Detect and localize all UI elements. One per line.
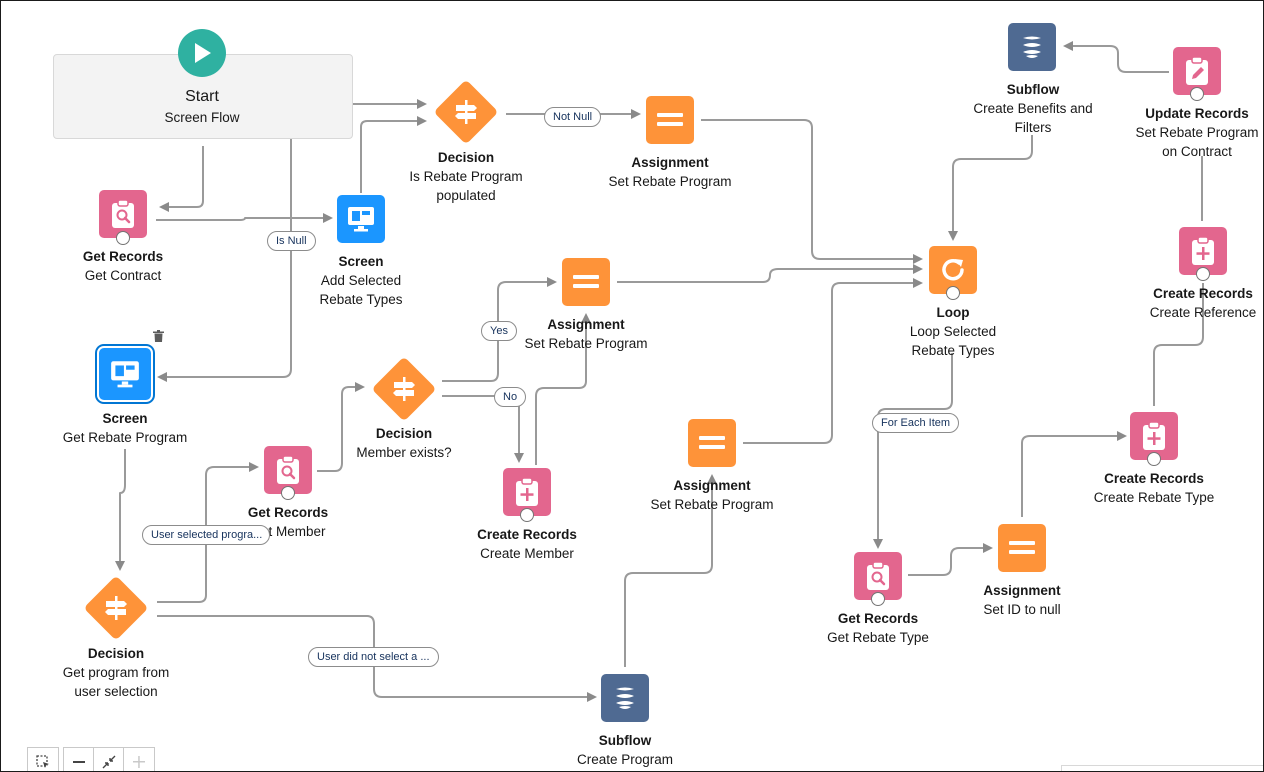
connector-label-yes[interactable]: Yes: [481, 321, 517, 341]
record-lookup-icon: [867, 561, 889, 590]
create-rebate-type-port[interactable]: [1147, 452, 1161, 466]
update-records-port[interactable]: [1190, 87, 1204, 101]
contract-icon: [102, 755, 116, 769]
decision-icon: [381, 366, 427, 412]
assignment-low-node[interactable]: [688, 419, 736, 467]
get-rebate-type-node[interactable]: [854, 552, 902, 600]
get-rebate-type-port[interactable]: [871, 592, 885, 606]
connector-subflow-to-assignment: [624, 474, 717, 667]
assignment-icon: [699, 436, 725, 449]
get-contract-node[interactable]: [99, 190, 147, 238]
connector-loop-for-each: [873, 353, 953, 549]
create-rebate-type-label: Create Records Create Rebate Type: [1093, 471, 1215, 505]
minus-icon: [73, 761, 85, 763]
assignment-icon: [1009, 541, 1035, 554]
start-label: Start Screen Flow: [92, 86, 312, 127]
get-rebate-type-label: Get Records Get Rebate Type: [827, 611, 929, 645]
record-create-icon: [516, 477, 538, 506]
connector-screen-to-decision: [360, 116, 427, 193]
create-member-port[interactable]: [520, 508, 534, 522]
create-reference-port[interactable]: [1196, 267, 1210, 281]
connector-assignment-id-to-create-rebate-type: [1021, 431, 1127, 517]
connector-screen-to-program-decision: [115, 449, 126, 571]
loop-port[interactable]: [946, 286, 960, 300]
record-lookup-icon: [112, 199, 134, 228]
get-rebate-program-screen-label: Screen Get Rebate Program: [62, 411, 188, 445]
connector-assignment-low-to-loop: [743, 278, 923, 444]
zoom-out-button[interactable]: [63, 747, 95, 771]
connector-get-member-to-decision: [317, 382, 365, 472]
get-contract-port[interactable]: [116, 231, 130, 245]
bottom-right-panel: [1061, 765, 1263, 771]
marquee-select-icon: [36, 755, 49, 768]
connector-assignment-top-to-loop: [701, 119, 923, 264]
select-elements-button[interactable]: [27, 747, 59, 771]
subflow-create-benefits-label: Subflow Create Benefits and Filters: [973, 82, 1093, 135]
record-create-icon: [1143, 421, 1165, 450]
connector-is-null: [157, 139, 292, 382]
assignment-top-label: Assignment Set Rebate Program: [608, 155, 732, 189]
trash-icon[interactable]: [152, 329, 164, 342]
connector-start-to-get-contract: [159, 146, 204, 212]
rebate-decision-label: Decision Is Rebate Program populated: [409, 150, 523, 203]
assignment-top-node[interactable]: [646, 96, 694, 144]
plus-icon: [133, 756, 145, 768]
decision-icon: [443, 89, 489, 135]
assignment-mid-label: Assignment Set Rebate Program: [524, 317, 648, 351]
create-reference-label: Create Records Create Reference: [1149, 286, 1257, 320]
assignment-icon: [657, 113, 683, 126]
connector-label-not-null[interactable]: Not Null: [544, 107, 602, 127]
loop-label: Loop Loop Selected Rebate Types: [909, 305, 997, 358]
zoom-in-button[interactable]: [123, 747, 155, 771]
create-reference-node[interactable]: [1179, 227, 1227, 275]
connector-create-rebate-type-to-create-reference: [1153, 283, 1204, 406]
connector-create-member-to-assignment: [535, 313, 591, 465]
play-icon[interactable]: [178, 29, 226, 77]
assignment-mid-node[interactable]: [562, 258, 610, 306]
get-rebate-program-screen-node[interactable]: [99, 348, 151, 400]
fit-view-button[interactable]: [93, 747, 125, 771]
connector-label-no[interactable]: No: [494, 387, 527, 407]
connector-label-for-each[interactable]: For Each Item: [872, 413, 960, 433]
subflow-icon: [616, 687, 634, 709]
start-subtitle: Screen Flow: [164, 110, 240, 125]
add-selected-screen-label: Screen Add Selected Rebate Types: [319, 254, 403, 307]
connector-label-user-selected[interactable]: User selected progra...: [142, 525, 270, 545]
update-records-node[interactable]: [1173, 47, 1221, 95]
screen-icon: [348, 207, 374, 232]
connector-label-is-null[interactable]: Is Null: [267, 231, 316, 251]
update-records-label: Update Records Set Rebate Program on Con…: [1135, 106, 1259, 159]
loop-icon: [942, 258, 964, 281]
screen-icon: [111, 361, 139, 388]
create-member-label: Create Records Create Member: [477, 527, 577, 561]
assignment-icon: [573, 275, 599, 288]
connector-subflow-benefits-to-loop: [948, 135, 1033, 241]
connector-get-contract-to-screen: [156, 213, 333, 223]
member-decision-label: Decision Member exists?: [356, 426, 452, 460]
subflow-create-program-label: Subflow Create Program: [576, 733, 674, 767]
subflow-icon: [1023, 36, 1041, 58]
subflow-create-benefits-node[interactable]: [1008, 23, 1056, 71]
record-create-icon: [1192, 236, 1214, 265]
get-contract-label: Get Records Get Contract: [82, 249, 164, 283]
record-lookup-icon: [277, 455, 299, 484]
program-decision-label: Decision Get program from user selection: [62, 646, 170, 699]
record-update-icon: [1186, 56, 1208, 85]
start-title: Start: [185, 88, 219, 105]
connector-label-user-did-not[interactable]: User did not select a ...: [308, 647, 439, 667]
connector-get-rebate-type-to-assignment: [908, 543, 993, 576]
assignment-low-label: Assignment Set Rebate Program: [650, 478, 774, 512]
assignment-id-node[interactable]: [998, 524, 1046, 572]
add-selected-screen-node[interactable]: [337, 195, 385, 243]
get-member-port[interactable]: [281, 486, 295, 500]
connector-assignment-mid-to-loop: [617, 264, 923, 283]
subflow-create-program-node[interactable]: [601, 674, 649, 722]
connector-update-to-subflow: [1063, 41, 1169, 73]
decision-icon: [93, 585, 139, 631]
assignment-id-label: Assignment Set ID to null: [983, 583, 1061, 617]
